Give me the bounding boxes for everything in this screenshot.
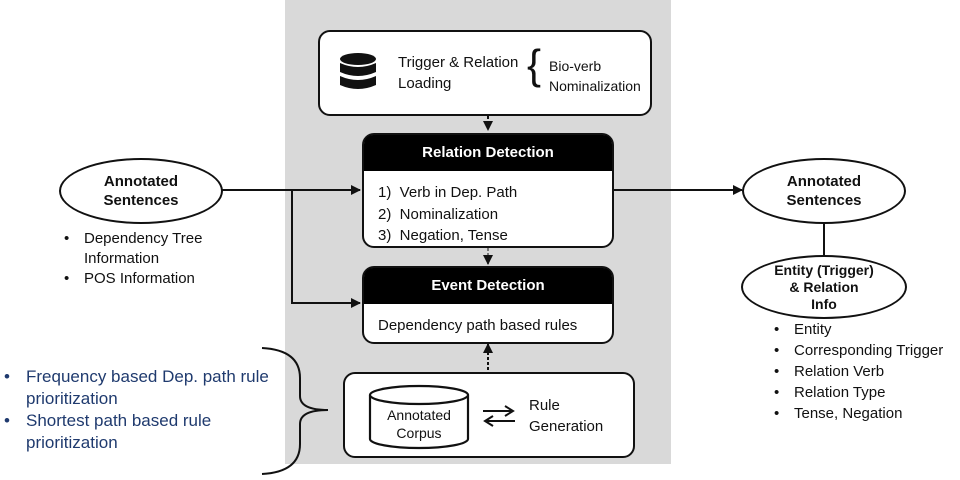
loading-title-line1: Trigger & Relation (398, 54, 519, 71)
loading-title-line2: Loading (398, 75, 452, 92)
prioritization-continuation: prioritization (26, 389, 118, 408)
input-node-line1: Annotated (103, 173, 179, 190)
input-bullet-continued: Information (64, 249, 264, 269)
prioritization-brace (261, 347, 329, 475)
prioritization-list: Frequency based Dep. path rule prioritiz… (4, 366, 294, 454)
prioritization-item-continued: prioritization (4, 388, 294, 410)
rule-label-line2: Generation (529, 418, 604, 435)
info-bullet: Entity (774, 319, 960, 340)
entity-relation-info-node: Entity (Trigger) & Relation Info (741, 255, 907, 319)
info-bullet: Tense, Negation (774, 403, 960, 424)
input-bullets: Dependency Tree Information POS Informat… (64, 229, 264, 289)
event-detection-body: Dependency path based rules (378, 317, 578, 334)
relation-item: 1) Verb in Dep. Path (378, 184, 518, 201)
prioritization-item: Frequency based Dep. path rule (4, 366, 294, 388)
input-bullet-continuation: Information (84, 250, 160, 267)
database-icon (340, 53, 376, 89)
info-bullet: Relation Verb (774, 361, 960, 382)
info-bullet: Relation Type (774, 382, 960, 403)
relation-item: 2) Nominalization (378, 206, 499, 223)
info-bullet: Corresponding Trigger (774, 340, 960, 361)
corpus-label-line1: Annotated (387, 407, 451, 423)
input-to-event-arrow (291, 190, 361, 308)
relation-detection-box: Relation Detection 1) Verb in Dep. Path … (362, 133, 614, 248)
output-node-line2: Sentences (786, 192, 862, 209)
corpus-label-line2: Corpus (396, 425, 442, 441)
output-annotated-sentences-node: Annotated Sentences (742, 158, 906, 224)
swap-arrows-icon (483, 405, 515, 427)
curly-brace: { (527, 41, 542, 88)
input-bullet: Dependency Tree (64, 229, 264, 249)
info-node-line1: Entity (Trigger) (774, 261, 874, 278)
relation-detection-header: Relation Detection (364, 135, 612, 171)
corpus-cylinder-icon (368, 384, 470, 450)
event-detection-header: Event Detection (364, 268, 612, 304)
prioritization-item-continued: prioritization (4, 432, 294, 454)
info-node-line3: Info (811, 295, 837, 312)
input-bullet: POS Information (64, 269, 264, 289)
bioverb-label: Bio-verb (549, 58, 602, 74)
loading-box: Trigger & Relation Loading { Bio-verb No… (318, 30, 652, 116)
info-node-line2: & Relation (789, 278, 859, 295)
rule-label-line1: Rule (529, 397, 560, 414)
relation-item: 3) Negation, Tense (378, 227, 508, 244)
prioritization-continuation: prioritization (26, 433, 118, 452)
input-annotated-sentences-node: Annotated Sentences (59, 158, 223, 224)
input-node-line2: Sentences (103, 192, 179, 209)
info-bullets: Entity Corresponding Trigger Relation Ve… (774, 319, 960, 424)
nominalization-label: Nominalization (549, 78, 641, 94)
rule-generation-box: Annotated Corpus Rule Generation (343, 372, 635, 458)
prioritization-item: Shortest path based rule (4, 410, 294, 432)
event-detection-box: Event Detection Dependency path based ru… (362, 266, 614, 344)
output-node-line1: Annotated (786, 173, 862, 190)
